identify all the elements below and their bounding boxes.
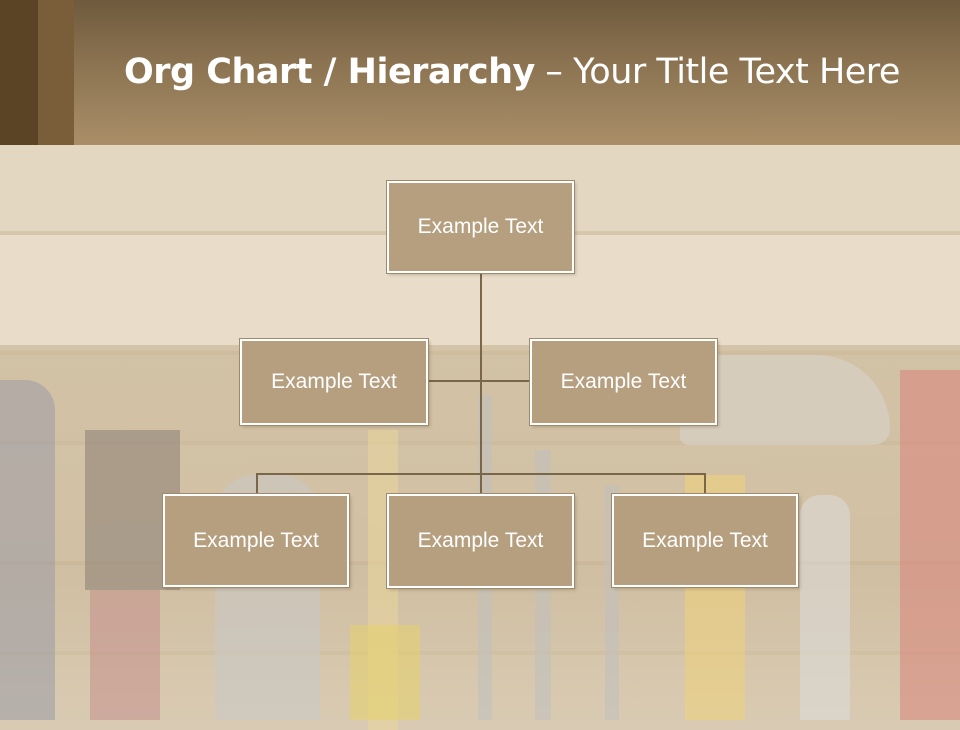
- paint-brush-handle-image: [90, 590, 160, 720]
- org-node-level3-right[interactable]: Example Text: [612, 494, 798, 587]
- tape-measure-case-image: [350, 625, 420, 720]
- org-node-level2-right[interactable]: Example Text: [530, 339, 717, 425]
- org-node-label: Example Text: [560, 370, 687, 393]
- title-band-accent-dark: [0, 0, 38, 145]
- org-node-root[interactable]: Example Text: [387, 181, 574, 273]
- org-node-label: Example Text: [417, 529, 544, 552]
- slide-title-rest: Your Title Text Here: [573, 52, 900, 92]
- slide-title-bold: Org Chart / Hierarchy: [124, 52, 535, 92]
- wrench-image: [800, 495, 850, 720]
- connector-level3-right: [704, 473, 706, 494]
- org-node-label: Example Text: [642, 528, 768, 552]
- spirit-level-image: [900, 370, 960, 720]
- connector-root-trunk: [480, 272, 482, 494]
- connector-level3-bar: [256, 473, 706, 475]
- title-band-accent-light: [38, 0, 74, 145]
- title-band: Org Chart / Hierarchy – Your Title Text …: [0, 0, 960, 145]
- org-node-label: Example Text: [417, 215, 544, 238]
- org-node-level3-left[interactable]: Example Text: [163, 494, 349, 587]
- connector-level3-left: [256, 473, 258, 494]
- org-node-label: Example Text: [271, 370, 397, 393]
- slide-title[interactable]: Org Chart / Hierarchy – Your Title Text …: [74, 52, 950, 92]
- utility-knife-image: [0, 380, 55, 720]
- org-node-level2-left[interactable]: Example Text: [240, 339, 428, 425]
- slide-title-separator: –: [534, 52, 574, 92]
- org-node-label: Example Text: [193, 528, 319, 552]
- connector-level2-bar: [428, 380, 532, 382]
- org-node-level3-center[interactable]: Example Text: [387, 494, 574, 588]
